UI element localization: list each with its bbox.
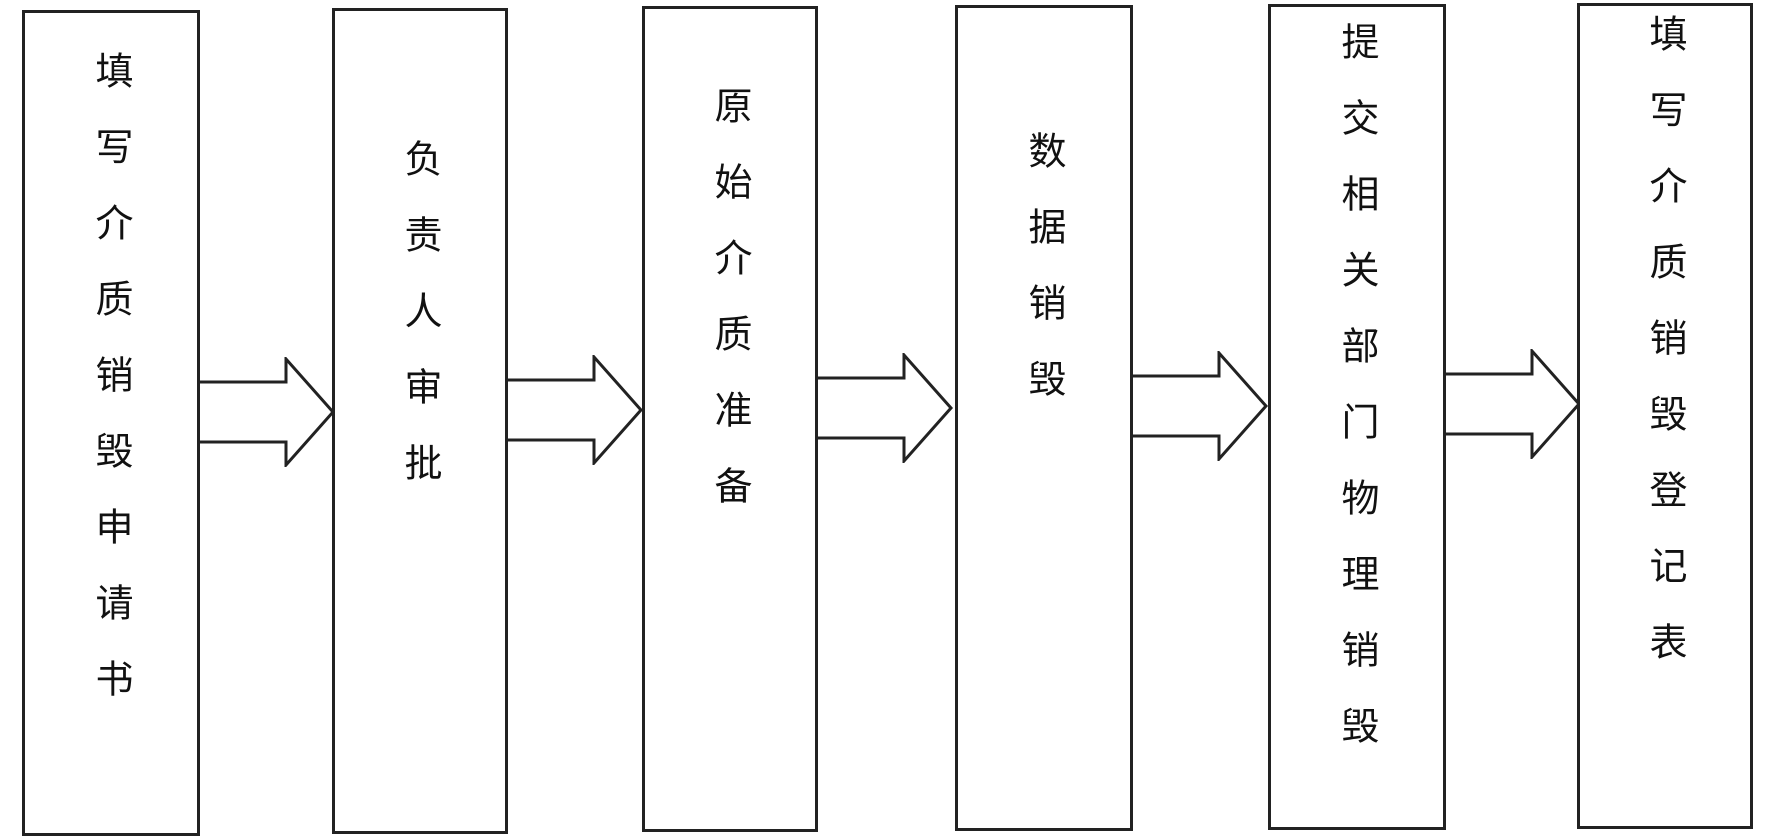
step-box-data-destruction: 数据销毁 — [955, 5, 1133, 831]
step-label: 数据销毁 — [1022, 131, 1066, 435]
arrow-right-icon — [1133, 351, 1268, 461]
step-label: 填写介质销毁申请书 — [89, 51, 133, 735]
step-label: 原始介质准备 — [708, 86, 752, 542]
step-label: 提交相关部门物理销毁 — [1335, 22, 1379, 782]
step-box-media-preparation: 原始介质准备 — [642, 6, 818, 832]
step-box-fill-application: 填写介质销毁申请书 — [22, 10, 200, 836]
step-label: 负责人审批 — [398, 138, 442, 519]
step-label: 填写介质销毁登记表 — [1643, 14, 1687, 698]
arrow-right-icon — [1446, 349, 1581, 459]
arrow-right-icon — [200, 357, 335, 467]
step-box-manager-approval: 负责人审批 — [332, 8, 508, 834]
step-box-destruction-register: 填写介质销毁登记表 — [1577, 3, 1753, 829]
step-box-physical-destruction: 提交相关部门物理销毁 — [1268, 4, 1446, 830]
arrow-right-icon — [818, 353, 953, 463]
arrow-right-icon — [508, 355, 643, 465]
